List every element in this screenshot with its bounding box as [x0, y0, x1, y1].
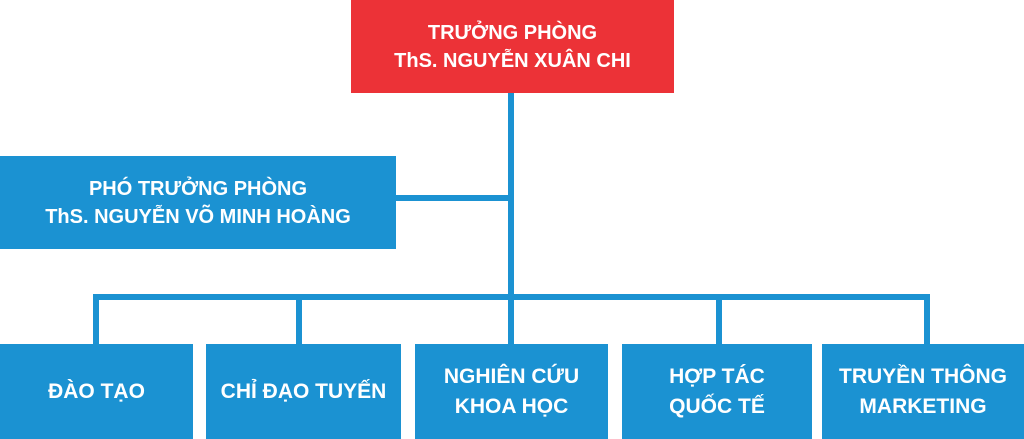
unit-box-international-cooperation: HỢP TÁC QUỐC TẾ	[622, 344, 812, 439]
unit-label-line1: NGHIÊN CỨU	[443, 365, 580, 389]
unit-label-line2: QUỐC TẾ	[669, 394, 765, 418]
head-title: TRƯỞNG PHÒNG	[427, 21, 598, 44]
unit-box-research: NGHIÊN CỨU KHOA HỌC	[415, 344, 608, 439]
unit-label-line1: CHỈ ĐẠO TUYẾN	[220, 379, 387, 403]
unit-label-line2: KHOA HỌC	[454, 394, 569, 418]
unit-label-line1: HỢP TÁC	[669, 365, 765, 389]
unit-box-line-direction: CHỈ ĐẠO TUYẾN	[206, 344, 401, 439]
deputy-title: PHÓ TRƯỞNG PHÒNG	[88, 177, 308, 200]
unit-label-line1: ĐÀO TẠO	[48, 379, 145, 403]
unit-box-communications-marketing: TRUYỀN THÔNG MARKETING	[822, 344, 1024, 439]
deputy-head-box: PHÓ TRƯỞNG PHÒNG ThS. NGUYỄN VÕ MINH HOÀ…	[0, 156, 396, 249]
head-name: ThS. NGUYỄN XUÂN CHI	[394, 49, 631, 72]
unit-box-training: ĐÀO TẠO	[0, 344, 193, 439]
deputy-name: ThS. NGUYỄN VÕ MINH HOÀNG	[45, 205, 351, 228]
unit-label-line2: MARKETING	[859, 394, 987, 418]
unit-label-line1: TRUYỀN THÔNG	[839, 365, 1007, 389]
head-of-department-box: TRƯỞNG PHÒNG ThS. NGUYỄN XUÂN CHI	[351, 0, 674, 93]
